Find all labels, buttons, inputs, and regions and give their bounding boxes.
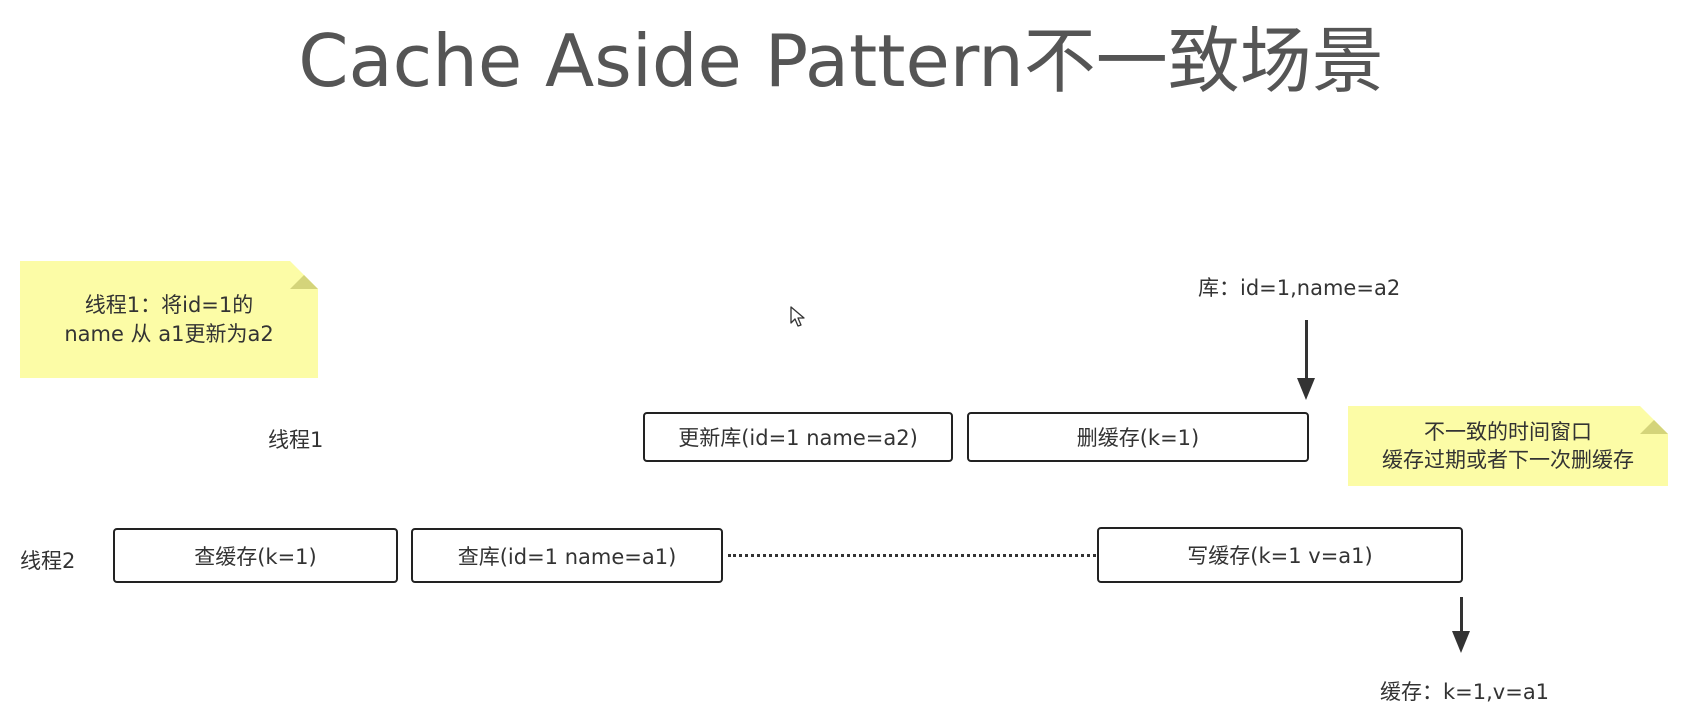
step-write-cache: 写缓存(k=1 v=a1) — [1097, 527, 1463, 583]
arrow-down-icon — [1460, 597, 1463, 631]
note-fold — [290, 261, 318, 289]
mouse-pointer-icon — [790, 306, 805, 327]
window-note-line2: 缓存过期或者下一次删缓存 — [1382, 448, 1634, 472]
lane-label-thread2: 线程2 — [20, 549, 76, 573]
step-query-db: 查库(id=1 name=a1) — [411, 528, 723, 583]
thread1-note-line2: name 从 a1更新为a2 — [64, 321, 274, 346]
arrow-down-icon — [1452, 631, 1470, 653]
step-update-db: 更新库(id=1 name=a2) — [643, 412, 953, 462]
window-note-line1: 不一致的时间窗口 — [1424, 420, 1592, 444]
thread1-note: 线程1：将id=1的 name 从 a1更新为a2 — [20, 261, 318, 378]
step-delete-cache: 删缓存(k=1) — [967, 412, 1309, 462]
cache-state-label: 缓存：k=1,v=a1 — [1380, 680, 1550, 704]
lane-label-thread1: 线程1 — [268, 428, 324, 452]
inconsistency-window-note: 不一致的时间窗口 缓存过期或者下一次删缓存 — [1348, 406, 1668, 486]
db-state-label: 库：id=1,name=a2 — [1198, 276, 1401, 300]
note-fold — [1640, 406, 1668, 434]
step-query-cache: 查缓存(k=1) — [113, 528, 398, 583]
arrow-down-icon — [1297, 378, 1315, 400]
arrow-down-icon — [1305, 320, 1308, 378]
page-title: Cache Aside Pattern不一致场景 — [298, 19, 1384, 103]
thread1-note-line1: 线程1：将id=1的 — [84, 292, 254, 317]
waiting-dotted-line — [728, 554, 1096, 557]
